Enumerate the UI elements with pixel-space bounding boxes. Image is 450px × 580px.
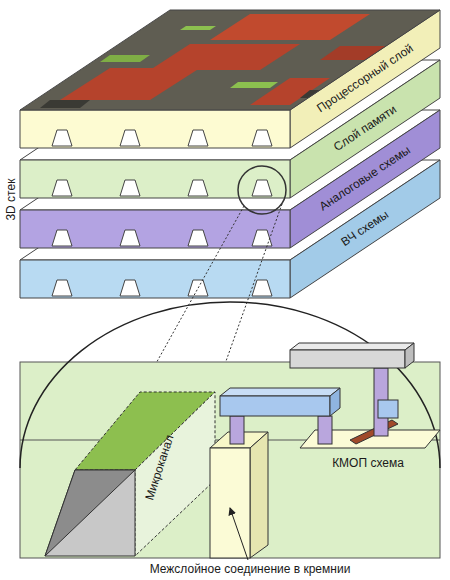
leader-arrow	[230, 508, 248, 560]
layer-front	[20, 210, 290, 248]
via-channel	[52, 230, 72, 246]
via-channel	[252, 280, 272, 296]
cmos-label: КМОП схема	[332, 457, 404, 470]
zoom-circle	[238, 166, 286, 214]
via-channel	[52, 180, 72, 196]
via-channel	[252, 230, 272, 246]
zoom-panel	[20, 362, 440, 558]
tsv	[210, 432, 268, 558]
via-channel	[188, 280, 208, 296]
stack-label: 3D стек	[5, 179, 18, 221]
via-channel	[120, 180, 140, 196]
microchannel	[45, 392, 215, 556]
top-face-outline	[20, 10, 440, 110]
layer-front	[20, 110, 290, 148]
tsv-label: Межслойное соединение в кремнии	[150, 563, 351, 576]
layer-front	[20, 160, 290, 198]
via-channel	[188, 230, 208, 246]
via-channel	[120, 230, 140, 246]
via-channel	[52, 280, 72, 296]
cmos-structure	[220, 343, 440, 448]
via-channel	[188, 180, 208, 196]
via-channel	[252, 130, 272, 146]
via-channel	[120, 130, 140, 146]
via-channel	[188, 130, 208, 146]
via-channel	[252, 180, 272, 196]
zoom-arc	[20, 302, 440, 468]
layer-front	[20, 260, 290, 298]
via-channel	[120, 280, 140, 296]
chip-texture	[20, 10, 440, 110]
via-channel	[52, 130, 72, 146]
